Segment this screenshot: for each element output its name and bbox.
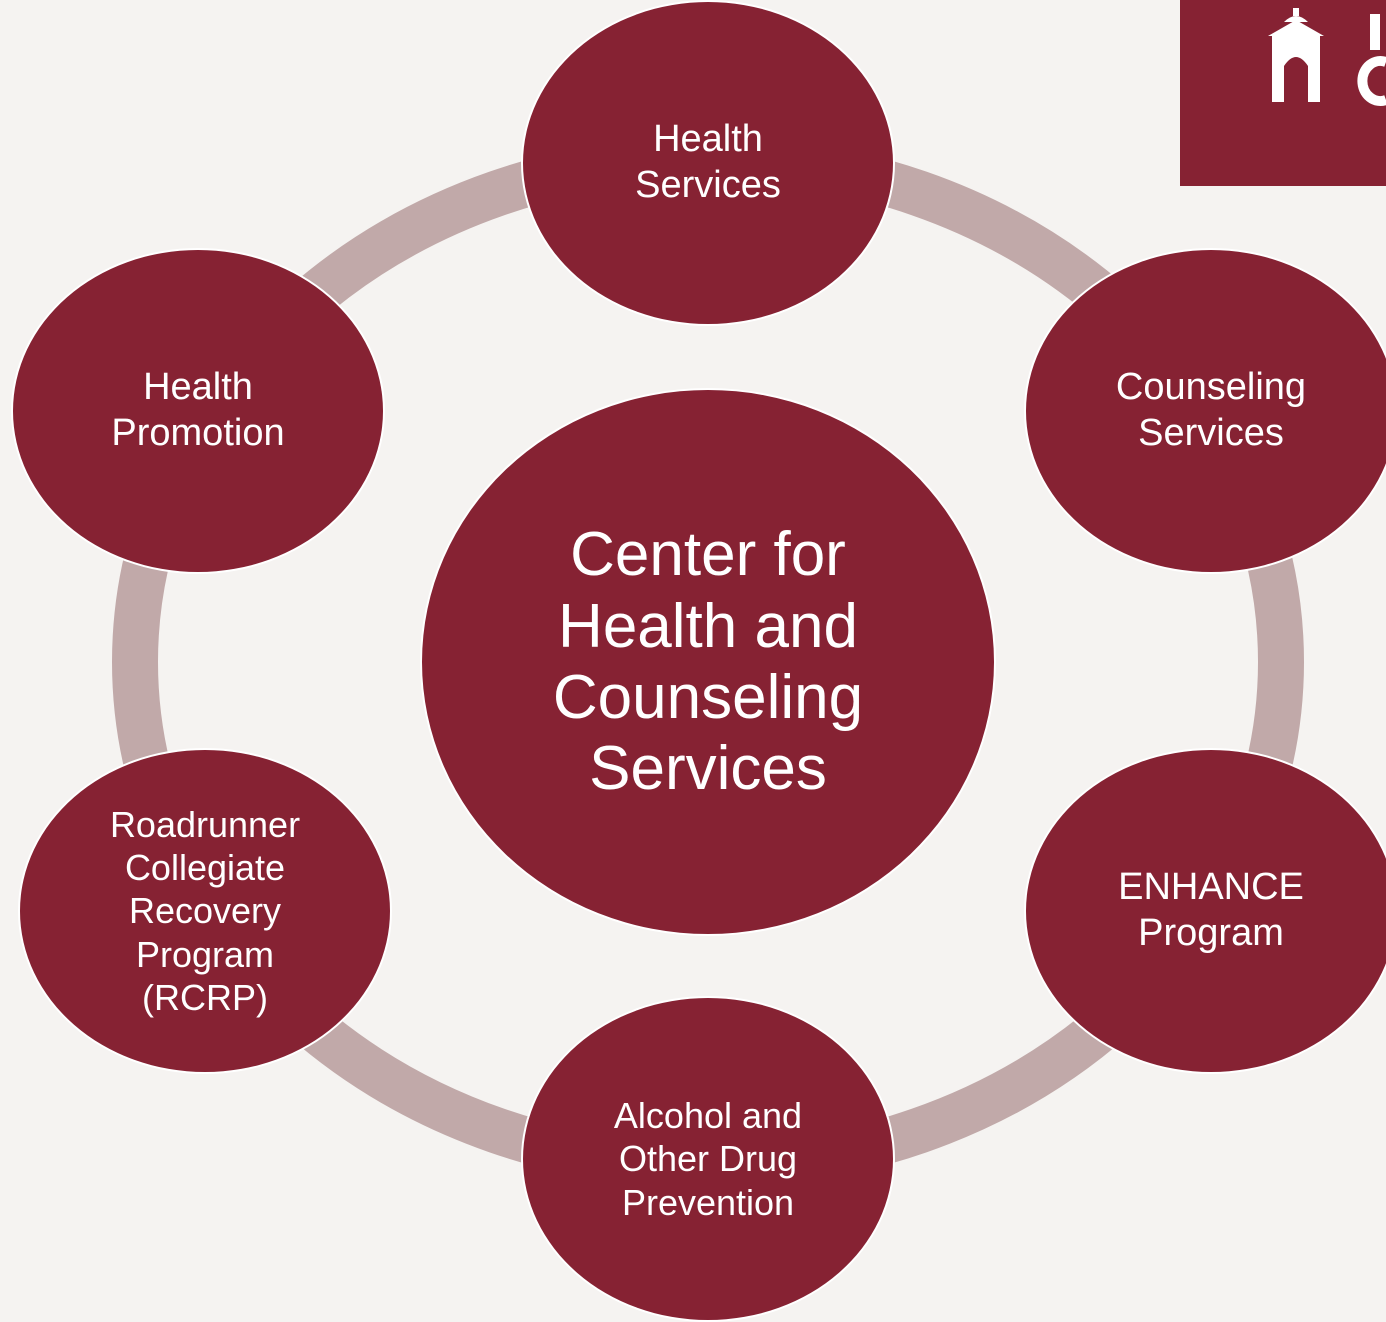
node-health-promotion[interactable]: Health Promotion — [11, 248, 385, 574]
node-enhance-program[interactable]: ENHANCE Program — [1024, 748, 1386, 1074]
node-aod-prevention[interactable]: Alcohol and Other Drug Prevention — [521, 996, 895, 1322]
building-arch-icon — [1268, 8, 1386, 106]
node-health-services-label: Health Services — [635, 118, 781, 206]
logo — [1180, 0, 1386, 186]
node-enhance-program-label: ENHANCE Program — [1118, 866, 1304, 954]
center-hub[interactable]: Center for Health and Counseling Service… — [420, 388, 996, 936]
node-health-promotion-label: Health Promotion — [111, 366, 285, 454]
node-rcrp-label: Roadrunner Collegiate Recovery Program (… — [109, 804, 301, 1018]
node-health-services[interactable]: Health Services — [521, 0, 895, 326]
node-counseling-services[interactable]: Counseling Services — [1024, 248, 1386, 574]
center-hub-label: Center for Health and Counseling Service… — [552, 520, 864, 804]
node-counseling-services-label: Counseling Services — [1115, 366, 1307, 454]
node-rcrp[interactable]: Roadrunner Collegiate Recovery Program (… — [18, 748, 392, 1074]
node-aod-prevention-label: Alcohol and Other Drug Prevention — [613, 1095, 803, 1223]
